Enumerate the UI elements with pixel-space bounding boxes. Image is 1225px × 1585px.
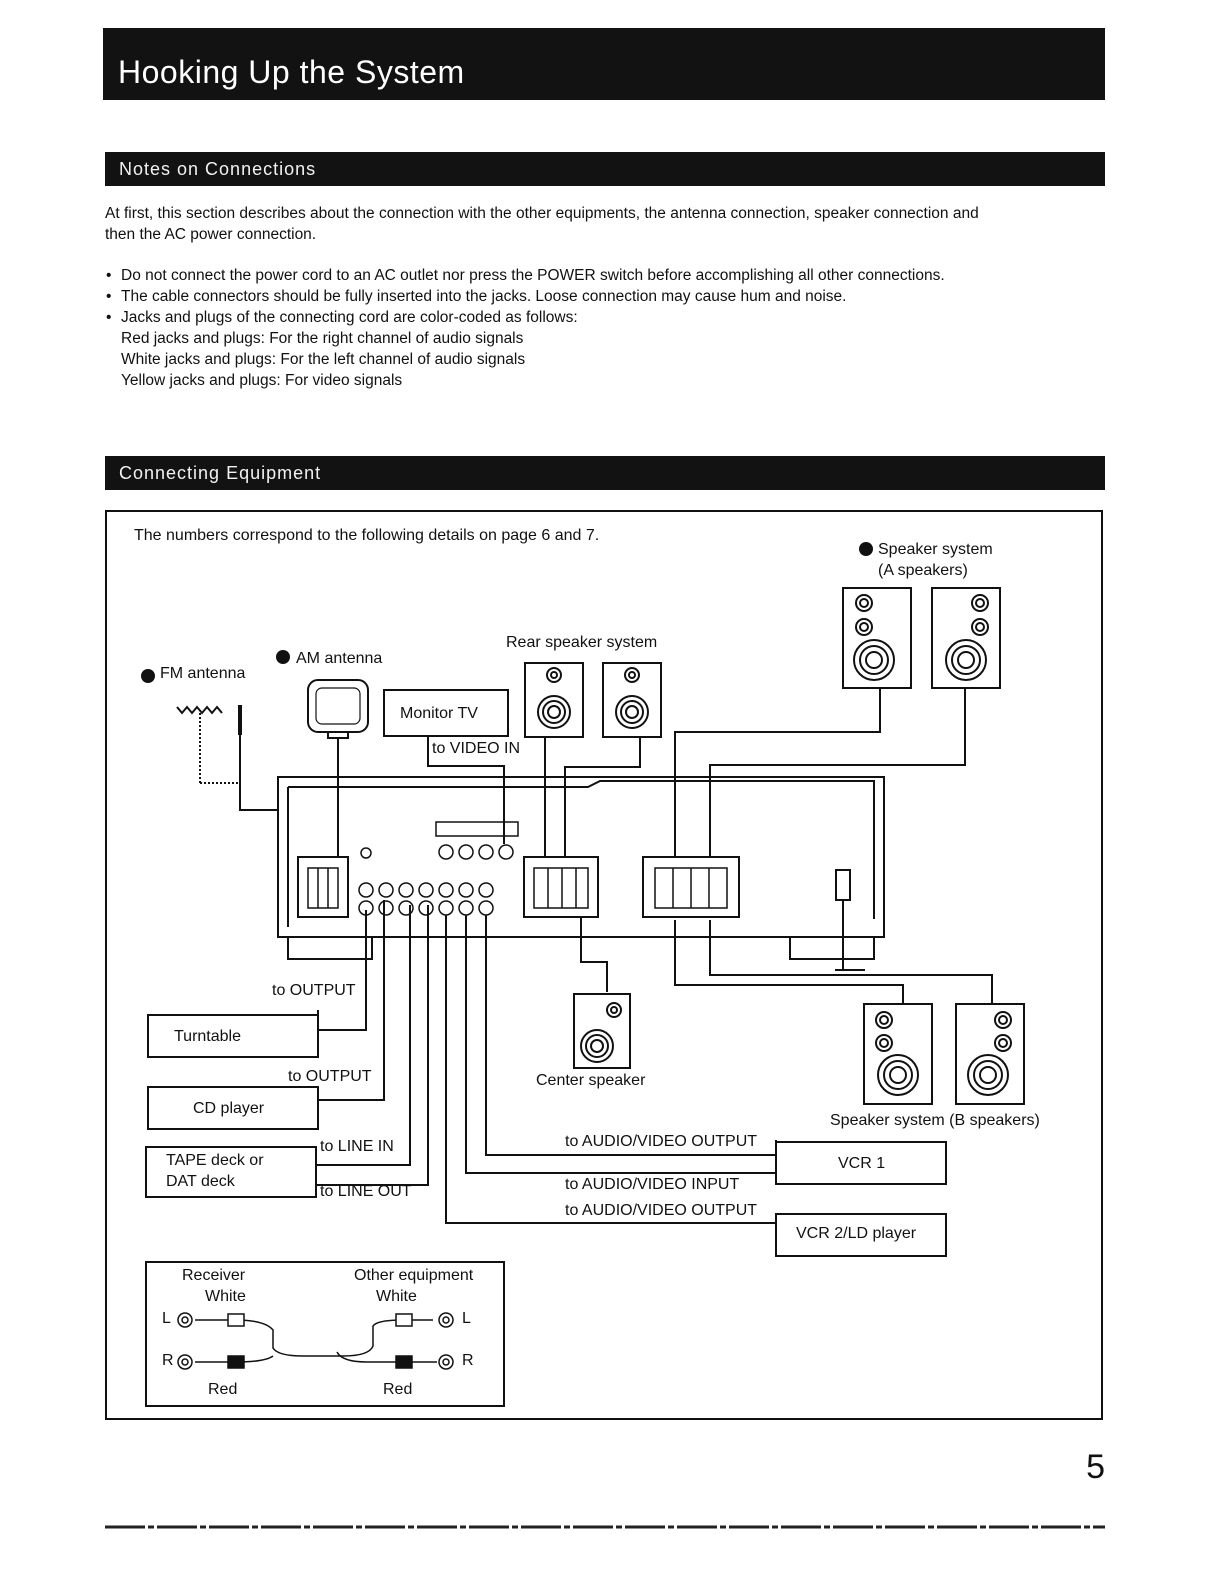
fm-antenna-icon <box>176 705 279 815</box>
to-output-label: to OUTPUT <box>288 1068 372 1085</box>
equipment-section-bar: Connecting Equipment <box>105 456 1105 490</box>
rear-speaker-right-icon <box>602 662 662 738</box>
page-title-bar: Hooking Up the System <box>103 28 1105 100</box>
to-video-in-label: to VIDEO IN <box>432 740 521 757</box>
legend-white-label: White <box>205 1288 246 1305</box>
diagram-frame <box>105 510 1103 1420</box>
tape-deck-box <box>145 1146 317 1198</box>
av-output-label: to AUDIO/VIDEO OUTPUT <box>565 1202 758 1219</box>
vcr2-box <box>775 1213 947 1257</box>
diagram-note: The numbers correspond to the following … <box>134 527 600 544</box>
page-title: Hooking Up the System <box>118 54 465 90</box>
notes-list: Do not connect the power cord to an AC o… <box>105 265 985 391</box>
legend-white-label: White <box>376 1288 417 1305</box>
center-speaker-label: Center speaker <box>536 1072 646 1089</box>
speaker-b-label: Speaker system (B speakers) <box>830 1112 1040 1129</box>
marker-speaker-a-icon <box>859 542 873 556</box>
speaker-b-left-icon <box>863 1003 933 1105</box>
notes-bullet: Jacks and plugs of the connecting cord a… <box>105 307 985 391</box>
legend-r-label: R <box>162 1352 174 1369</box>
legend-l-label: L <box>162 1310 171 1327</box>
cd-player-label: CD player <box>193 1100 265 1117</box>
turntable-label: Turntable <box>174 1028 241 1045</box>
equipment-heading: Connecting Equipment <box>119 463 322 483</box>
fm-antenna-label: FM antenna <box>160 665 246 682</box>
tape-deck-label: TAPE deck or <box>166 1152 264 1169</box>
page-number: 5 <box>1086 1448 1105 1486</box>
vcr1-box <box>775 1141 947 1185</box>
legend-r-label: R <box>462 1352 474 1369</box>
legend-red-label: Red <box>208 1381 238 1398</box>
marker-fm-icon <box>141 669 155 683</box>
speaker-a-right-icon <box>931 587 1001 689</box>
turntable-box <box>147 1014 319 1058</box>
speaker-a-left-icon <box>842 587 912 689</box>
monitor-tv-box <box>383 689 509 737</box>
legend-box <box>145 1261 505 1407</box>
notes-section-bar: Notes on Connections <box>105 152 1105 186</box>
vcr2-label: VCR 2/LD player <box>796 1225 917 1242</box>
legend-cable-icon <box>177 1312 454 1370</box>
marker-am-icon <box>276 650 290 664</box>
to-line-in-label: to LINE IN <box>320 1138 394 1155</box>
av-output-label: to AUDIO/VIDEO OUTPUT <box>565 1133 758 1150</box>
notes-intro: At first, this section describes about t… <box>105 205 979 243</box>
to-line-out-label: to LINE OUT <box>320 1183 412 1200</box>
notes-heading: Notes on Connections <box>119 159 317 179</box>
color-code-yellow: Yellow jacks and plugs: For video signal… <box>121 372 403 389</box>
to-output-label: to OUTPUT <box>272 982 356 999</box>
center-speaker-icon <box>573 993 631 1069</box>
color-code-red: Red jacks and plugs: For the right chann… <box>121 330 524 347</box>
speaker-a-label: Speaker system <box>878 541 993 558</box>
tape-deck-sublabel: DAT deck <box>166 1173 235 1190</box>
am-antenna-label: AM antenna <box>296 650 383 667</box>
rear-speaker-label: Rear speaker system <box>506 634 658 651</box>
rear-speaker-left-icon <box>524 662 584 738</box>
vcr1-label: VCR 1 <box>838 1155 886 1172</box>
monitor-tv-label: Monitor TV <box>400 705 478 722</box>
notes-bullet: The cable connectors should be fully ins… <box>105 286 985 307</box>
legend-receiver-label: Receiver <box>182 1267 246 1284</box>
am-antenna-icon <box>307 679 369 858</box>
speaker-a-sublabel: (A speakers) <box>878 562 968 579</box>
legend-red-label: Red <box>383 1381 413 1398</box>
speaker-b-right-icon <box>955 1003 1025 1105</box>
legend-l-label: L <box>462 1310 471 1327</box>
cd-player-box <box>147 1086 319 1130</box>
color-code-white: White jacks and plugs: For the left chan… <box>121 351 526 368</box>
legend-other-label: Other equipment <box>354 1267 474 1284</box>
av-input-label: to AUDIO/VIDEO INPUT <box>565 1176 740 1193</box>
notes-bullet: Do not connect the power cord to an AC o… <box>105 265 985 286</box>
